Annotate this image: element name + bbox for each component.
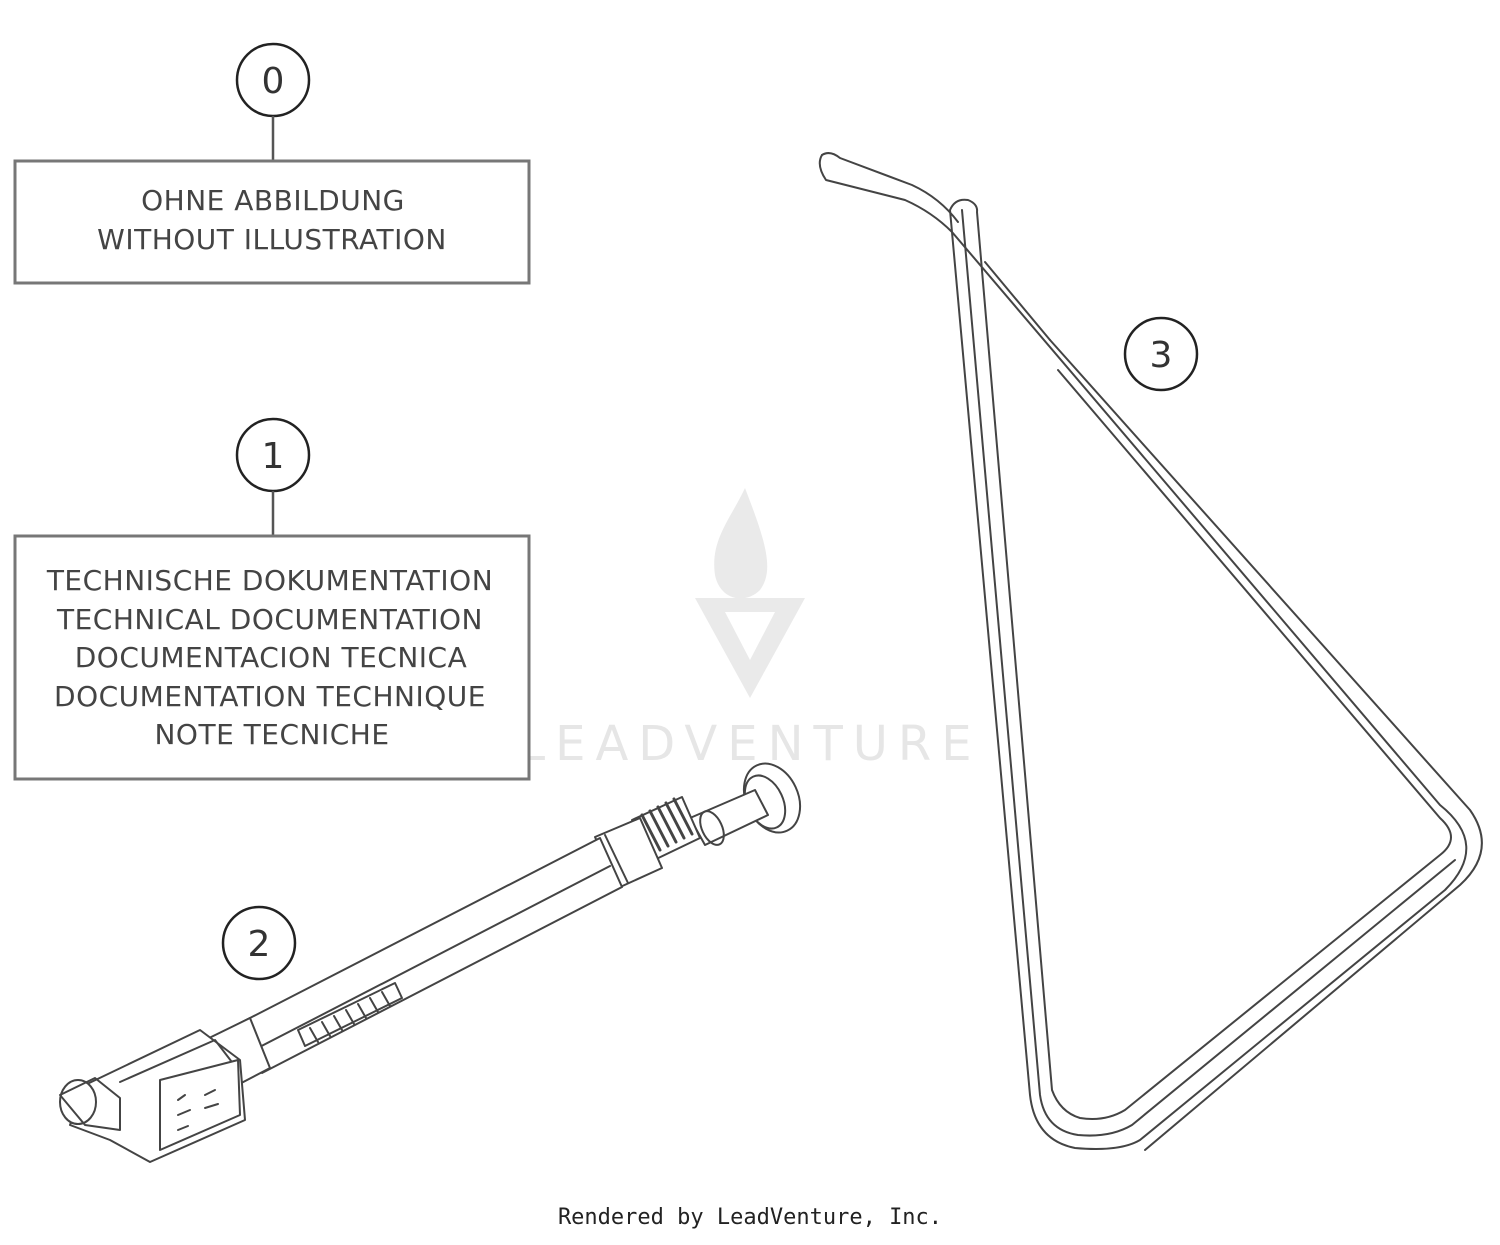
box1-line-3: DOCUMENTACION TECNICA xyxy=(75,641,467,674)
air-pump-illustration[interactable] xyxy=(59,754,811,1163)
watermark-v-icon xyxy=(695,598,805,698)
stand-illustration[interactable] xyxy=(818,152,1483,1151)
watermark-flame-icon xyxy=(714,488,768,599)
callout-3-label: 3 xyxy=(1150,335,1173,376)
technical-documentation-box: TECHNISCHE DOKUMENTATION TECHNICAL DOCUM… xyxy=(13,534,531,781)
box0-line-1: OHNE ABBILDUNG xyxy=(141,184,405,217)
callout-2-label: 2 xyxy=(248,924,271,965)
callout-1-label: 1 xyxy=(262,436,285,477)
callout-0-label: 0 xyxy=(262,61,285,102)
callout-3[interactable]: 3 xyxy=(1123,316,1199,392)
box0-line-2: WITHOUT ILLUSTRATION xyxy=(97,223,447,256)
watermark-text: LEADVENTURE xyxy=(518,716,981,772)
without-illustration-box: OHNE ABBILDUNG WITHOUT ILLUSTRATION xyxy=(13,159,531,285)
callout-1[interactable]: 1 xyxy=(235,417,311,493)
box1-line-4: DOCUMENTATION TECHNIQUE xyxy=(54,680,486,713)
callout-2[interactable]: 2 xyxy=(221,905,297,981)
box1-line-5: NOTE TECNICHE xyxy=(154,718,389,751)
box1-line-2: TECHNICAL DOCUMENTATION xyxy=(56,603,483,636)
rendered-by-footer: Rendered by LeadVenture, Inc. xyxy=(557,1205,943,1230)
callout-0[interactable]: 0 xyxy=(235,42,311,118)
leadventure-watermark: LEADVENTURE xyxy=(518,488,981,772)
box1-line-1: TECHNISCHE DOKUMENTATION xyxy=(46,564,493,597)
